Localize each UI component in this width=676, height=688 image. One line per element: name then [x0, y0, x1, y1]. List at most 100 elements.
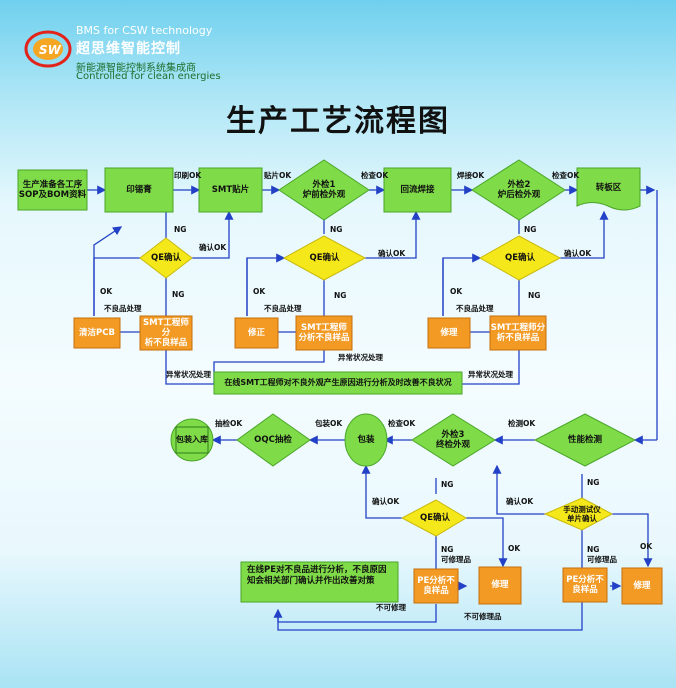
pe-note-line-2: 知会相关部门确认并作出改善对策: [247, 576, 375, 587]
edge-ng-4: NG: [172, 290, 185, 299]
edge-confirm-ok-4: 确认OK: [372, 497, 400, 506]
edge-confirm-ok-1: 确认OK: [199, 243, 227, 252]
clean-label: 清洁PCB: [79, 327, 115, 338]
edge-weld-ok: 焊接OK: [457, 171, 485, 180]
edge-ng-8: NG: [587, 478, 600, 487]
edge-check-ok-1: 检查OK: [361, 171, 389, 180]
pe1-node: [413, 568, 459, 604]
smtana3-line-1: SMT工程师分: [490, 322, 546, 333]
transfer-node: [576, 167, 641, 211]
edge-unrepairable: 不可修理: [376, 603, 406, 612]
fix3-node: [478, 566, 522, 605]
smtana2-line-2: 分析不良样品: [298, 333, 350, 343]
prep-label: 生产准备各工序 SOP及BOM资料: [18, 170, 87, 210]
edge-ng-6: NG: [528, 291, 541, 300]
edge-confirm-ok-2: 确认OK: [378, 249, 406, 258]
smtana1-node: [139, 315, 193, 351]
stock-inner-box: [175, 426, 209, 454]
oqc-node: [236, 413, 311, 467]
edge-ok-5: OK: [640, 542, 653, 551]
flow-arrows: [87, 185, 657, 622]
edge-abnormal-3: 异常状况处理: [468, 370, 513, 379]
clean-node: [73, 317, 121, 349]
smtana3-line-2: 析不良样品: [496, 333, 540, 343]
edge-ng-9: NG: [441, 545, 454, 554]
qe2-label: QE确认: [309, 252, 340, 263]
qe3-label: QE确认: [504, 252, 536, 263]
pe2-node: [562, 567, 608, 603]
perf-node: [533, 413, 637, 467]
smtana2-line-1: SMT工程师: [301, 322, 347, 333]
edge-confirm-ok-5: 确认OK: [506, 497, 534, 506]
reflow-node: [383, 167, 452, 213]
vis3-node: [411, 413, 496, 467]
vis3-line-2: 终检外观: [435, 440, 470, 450]
edge-ng-2: NG: [330, 225, 343, 234]
print-label: 印锡膏: [126, 184, 152, 195]
fix3-label: 修理: [491, 580, 509, 591]
edge-confirm-ok-3: 确认OK: [564, 249, 592, 258]
edge-pack-ok: 包装OK: [315, 419, 343, 428]
vis3-line-1: 外检3: [441, 429, 465, 440]
prep-line-1: 生产准备各工序: [22, 179, 83, 190]
reflow-label: 回流焊接: [400, 184, 435, 195]
fix1-node: [234, 317, 279, 349]
brand-tagline-en: BMS for CSW technology: [76, 24, 213, 37]
fix2-node: [427, 317, 471, 349]
edge-abnormal-2: 异常状况处理: [338, 353, 383, 362]
online-analysis-node: [213, 371, 463, 395]
online-analysis-label: 在线SMT工程师对不良外观产生原因进行分析及时改善不良状况: [224, 378, 452, 388]
edge-abnormal-1: 异常状况处理: [166, 370, 211, 379]
prep-line-2: SOP及BOM资料: [18, 190, 87, 200]
pe1-line-2: 良样品: [423, 586, 449, 596]
brand-name-cn: 超思维智能控制: [76, 41, 181, 57]
smtana1-line-1: SMT工程师分: [143, 317, 189, 338]
qe1-label: QE确认: [150, 252, 182, 263]
edge-ok-3: OK: [450, 287, 463, 296]
vis2-node: [471, 159, 566, 221]
edge-ng-1: NG: [174, 225, 187, 234]
vis1-line-2: 炉前检外观: [302, 190, 346, 200]
edge-repairable-item-2: 可修理品: [587, 555, 617, 564]
edge-check-ok-3: 检查OK: [388, 419, 416, 428]
pe2-line-2: 良样品: [572, 585, 598, 595]
edge-smt-ok: 贴片OK: [264, 171, 292, 180]
pe2-line-1: PE分析不: [566, 574, 604, 585]
node-shapes: [17, 159, 663, 605]
manual-label: 手动测试仪 单片确认: [551, 505, 613, 523]
qe4-node: [400, 499, 467, 537]
oqc-label: OQC抽检: [254, 434, 292, 445]
edge-print-ok: 印刷OK: [174, 171, 202, 180]
vis1-label: 外检1 炉前检外观: [284, 174, 364, 206]
edge-ng-7: NG: [441, 480, 454, 489]
transfer-label: 转板区: [595, 182, 622, 193]
fix1-label: 修正: [247, 327, 265, 338]
pe-note-label: 在线PE对不良品进行分析，不良原因 知会相关部门确认并作出改善对策: [247, 565, 397, 588]
pe1-line-1: PE分析不: [417, 575, 455, 586]
smtana1-label: SMT工程师分 析不良样品: [140, 316, 192, 350]
edge-ng-5: NG: [334, 291, 347, 300]
edge-ng-10: NG: [587, 545, 600, 554]
smt-node: [198, 167, 263, 213]
edge-ok-4: OK: [508, 544, 521, 553]
qe2-node: [282, 235, 367, 281]
manual-node: [543, 497, 614, 531]
prep-node: [17, 169, 88, 211]
vis2-line-1: 外检2: [507, 179, 531, 190]
smtana2-node: [295, 315, 353, 351]
edge-defect-3: 不良品处理: [456, 304, 494, 313]
edge-ok-1: OK: [100, 287, 113, 296]
company-logo: SW: [24, 30, 72, 68]
pe1-label: PE分析不 良样品: [414, 569, 458, 603]
edge-sample-ok: 抽检OK: [215, 419, 243, 428]
edge-check-ok-2: 检查OK: [552, 171, 580, 180]
brand-tagline-en2: Controlled for clean energies: [76, 71, 221, 82]
vis3-label: 外检3 终检外观: [418, 424, 488, 456]
fix2-label: 修理: [440, 327, 458, 338]
fix4-label: 修理: [633, 580, 651, 591]
edge-defect-2: 不良品处理: [264, 304, 302, 313]
edge-repairable-item-1: 可修理品: [441, 555, 471, 564]
qe3-node: [478, 235, 562, 281]
vis2-label: 外检2 炉后检外观: [477, 174, 561, 206]
